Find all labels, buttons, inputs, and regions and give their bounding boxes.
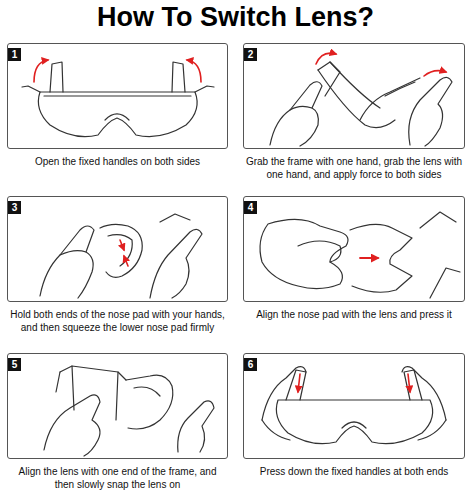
step-caption: Open the fixed handles on both sides xyxy=(7,155,228,168)
step-number: 3 xyxy=(8,201,21,214)
step-panel: 4Align the nose pad with the lens and pr… xyxy=(243,196,465,321)
step-caption: Press down the fixed handles at both end… xyxy=(243,465,465,478)
panel-frame: 4 xyxy=(243,196,465,302)
panel-frame: 6 xyxy=(243,353,465,459)
step-panel: 6Press down the fixed handles at both en… xyxy=(243,353,465,478)
hands-sketch xyxy=(270,62,452,146)
glasses-sketch xyxy=(262,367,446,444)
step-caption: Align the nose pad with the lens and pre… xyxy=(243,308,465,321)
step-caption: Align the lens with one end of the frame… xyxy=(7,465,228,491)
panel-frame: 2 xyxy=(243,43,465,149)
panel-frame: 5 xyxy=(7,353,228,459)
step-panel: 1Open the fixed handles on both sides xyxy=(7,43,228,168)
step-number: 1 xyxy=(8,48,21,61)
step-number: 5 xyxy=(8,358,21,371)
nosepad-sketch xyxy=(40,214,202,298)
panel-frame: 1 xyxy=(7,43,228,149)
frame-sketch xyxy=(44,366,214,456)
step-number: 2 xyxy=(244,48,257,61)
step-panel: 3Hold both ends of the nose pad with you… xyxy=(7,196,228,334)
panel-frame: 3 xyxy=(7,196,228,302)
step-panel: 5Align the lens with one end of the fram… xyxy=(7,353,228,491)
page-title: How To Switch Lens? xyxy=(0,2,471,33)
step-panel: 2Grab the frame with one hand, grab the … xyxy=(243,43,465,181)
lens-sketch xyxy=(260,212,460,298)
glasses-sketch xyxy=(22,62,214,137)
step-number: 6 xyxy=(244,358,257,371)
step-caption: Grab the frame with one hand, grab the l… xyxy=(243,155,465,181)
step-caption: Hold both ends of the nose pad with your… xyxy=(7,308,228,334)
step-number: 4 xyxy=(244,201,257,214)
